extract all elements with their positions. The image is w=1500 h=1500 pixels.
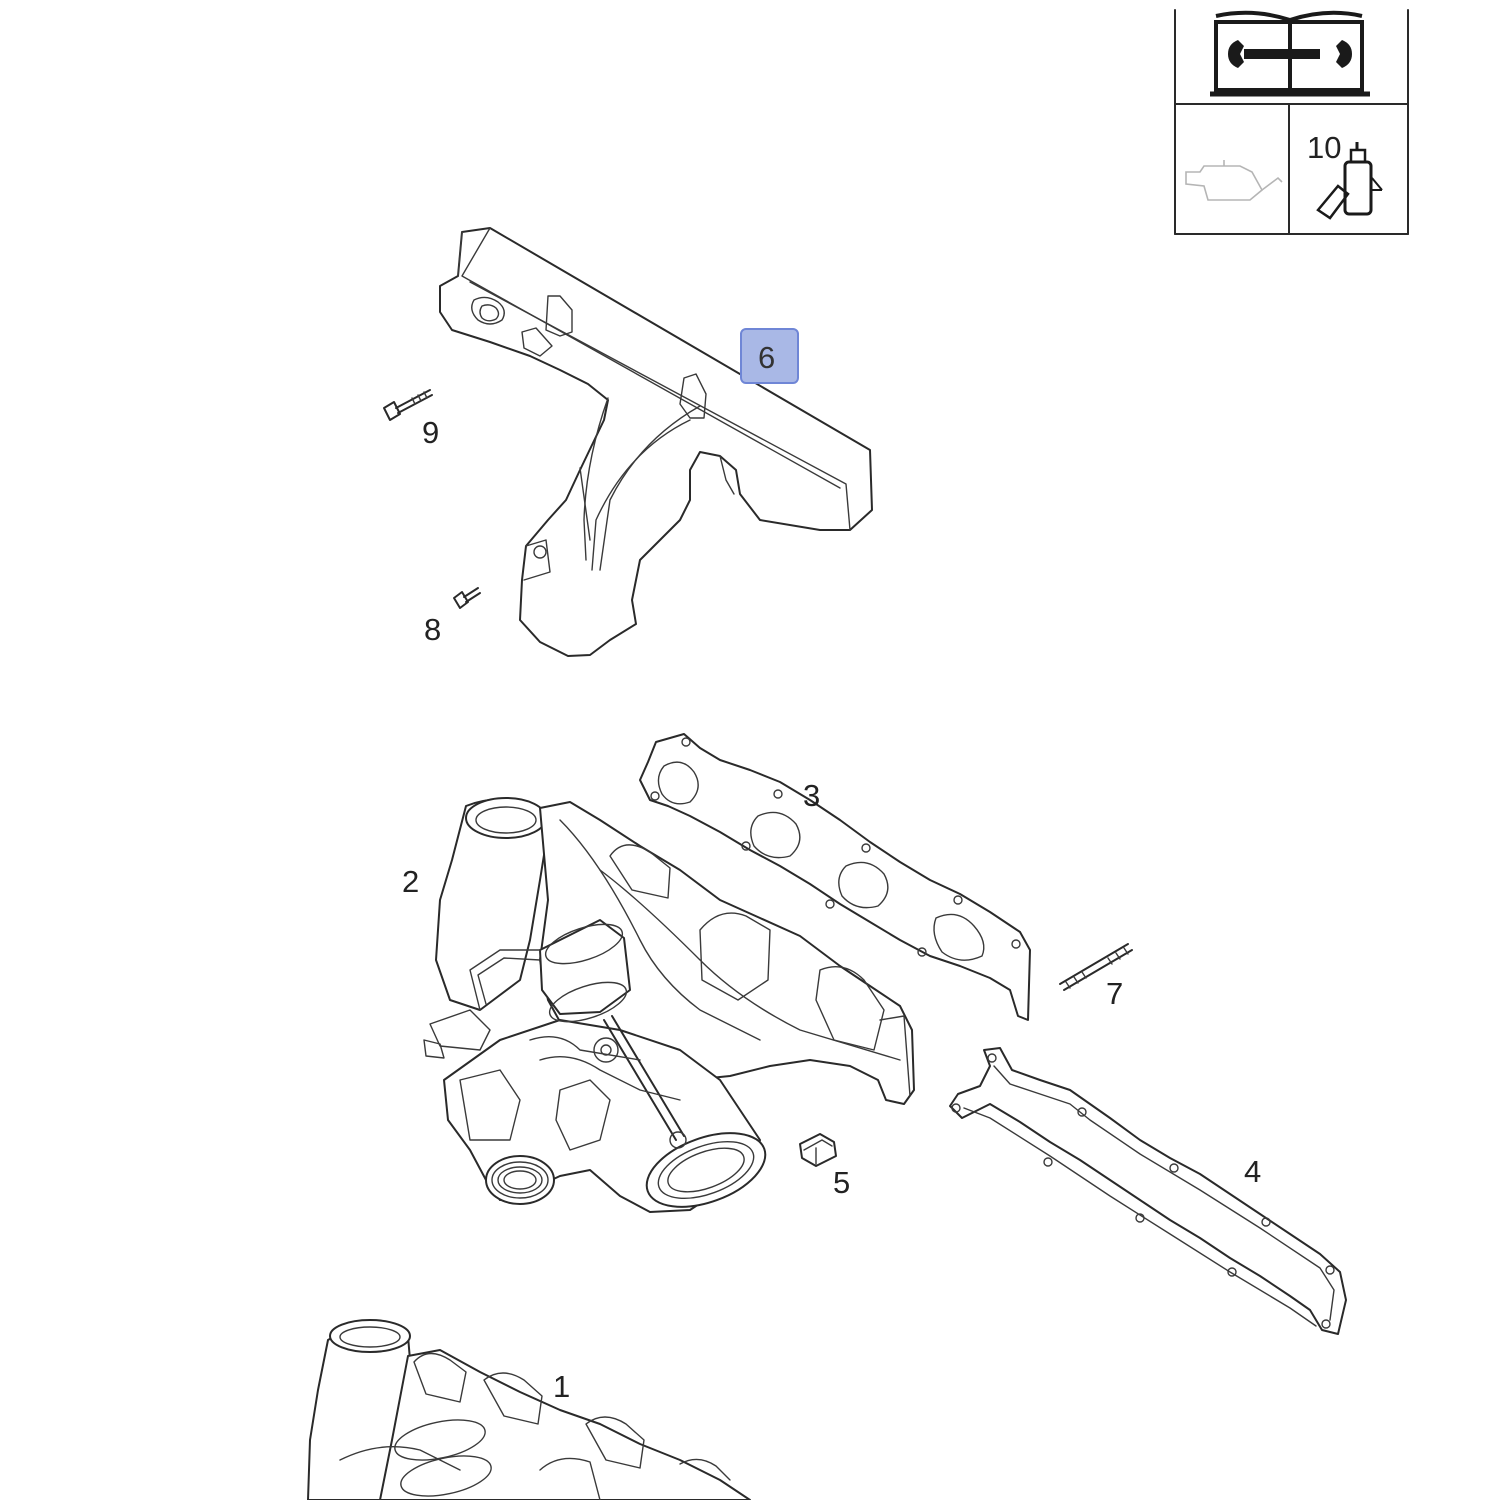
callout-9[interactable]: 9	[422, 415, 439, 450]
part-1-assembly[interactable]	[307, 1319, 751, 1500]
spray-can-icon[interactable]	[1316, 142, 1383, 220]
callout-7[interactable]: 7	[1106, 976, 1123, 1011]
part-7-stud[interactable]	[1059, 943, 1133, 991]
callout-8[interactable]: 8	[424, 612, 441, 647]
callout-6-highlight[interactable]: 6	[740, 328, 799, 384]
part-4-gasket[interactable]	[949, 1047, 1347, 1335]
part-5-nut[interactable]	[799, 1133, 837, 1167]
repair-manual-wrench-icon[interactable]	[1210, 10, 1370, 97]
callout-6[interactable]: 6	[758, 340, 775, 375]
oil-can-icon[interactable]	[1185, 160, 1283, 201]
part-3-manifold-gasket[interactable]	[639, 733, 1031, 1021]
part-8-screw[interactable]	[453, 587, 481, 609]
legend-box: 10	[1174, 9, 1409, 235]
callout-5[interactable]: 5	[833, 1165, 850, 1200]
part-6-heat-shield[interactable]	[439, 227, 873, 657]
callout-1[interactable]: 1	[553, 1369, 570, 1404]
callout-2[interactable]: 2	[402, 864, 419, 899]
part-9-bolt[interactable]	[383, 389, 433, 421]
callout-10[interactable]: 10	[1307, 130, 1341, 165]
part-2-turbocharger[interactable]	[423, 797, 915, 1221]
callout-3[interactable]: 3	[803, 778, 820, 813]
callout-4[interactable]: 4	[1244, 1154, 1261, 1189]
